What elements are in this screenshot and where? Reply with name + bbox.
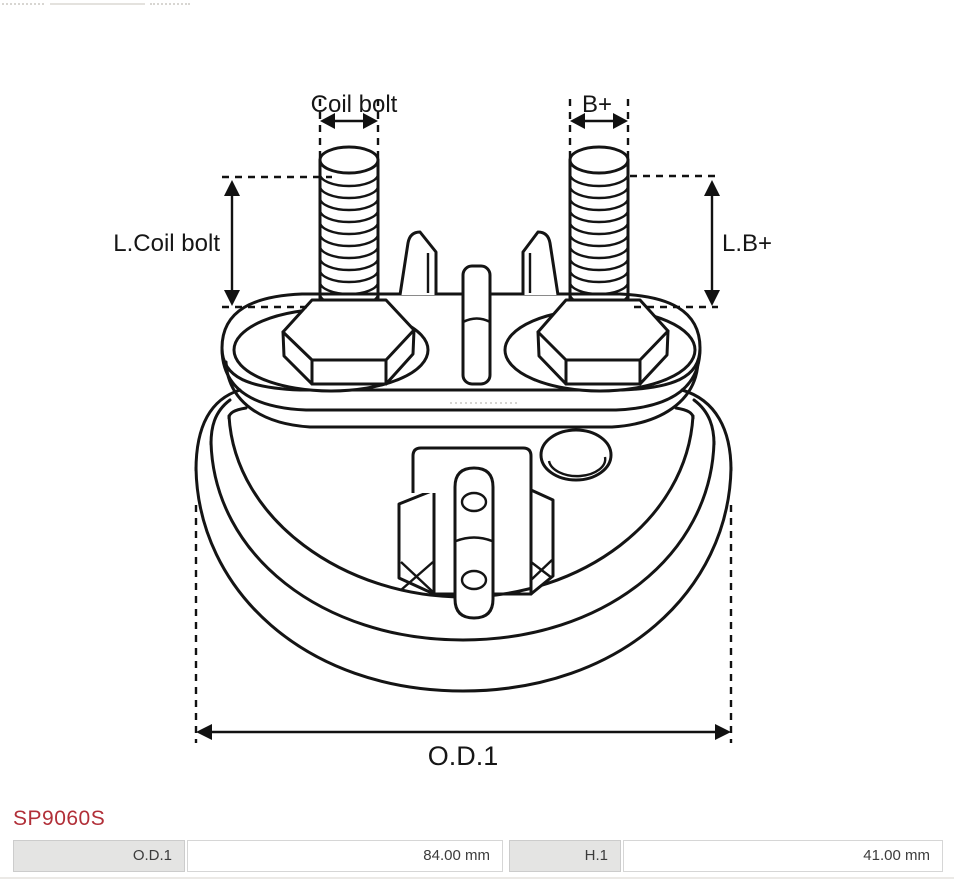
- dim-l-b-plus: L.B+: [630, 174, 772, 309]
- watermark-fragment: [2, 3, 44, 5]
- next-row-edge-hint: [0, 877, 954, 879]
- spec-value-h1: 41.00 mm: [623, 840, 943, 872]
- connector-blade: [461, 264, 492, 386]
- b-plus-stud: [568, 145, 630, 308]
- plastic-tab-right: [521, 230, 560, 296]
- b-plus-hex-nut: [536, 298, 670, 386]
- coil-bolt-stud: [318, 145, 380, 308]
- spec-table: O.D.1 84.00 mm H.1 41.00 mm: [13, 840, 943, 872]
- spec-key-h1: H.1: [509, 840, 621, 872]
- plastic-tab-left: [398, 230, 438, 296]
- part-number: SP9060S: [13, 807, 106, 830]
- watermark-fragment: [50, 3, 145, 5]
- dim-l-coil-bolt: L.Coil bolt: [113, 175, 332, 309]
- spec-value-od1: 84.00 mm: [187, 840, 503, 872]
- watermark-fragment: [150, 3, 190, 5]
- coil-bolt-hex-nut: [281, 298, 416, 386]
- b-plus-label: B+: [582, 91, 612, 118]
- l-coil-bolt-label: L.Coil bolt: [113, 230, 220, 257]
- coil-bolt-label: Coil bolt: [311, 91, 398, 118]
- center-bracket: [397, 446, 555, 620]
- spec-key-od1: O.D.1: [13, 840, 185, 872]
- product-diagram: Coil bolt B+ L.Coil bolt L.B+ O.D.1: [113, 91, 772, 771]
- dim-od1: O.D.1: [194, 505, 733, 771]
- dim-coil-bolt: Coil bolt: [311, 91, 398, 158]
- l-b-plus-label: L.B+: [722, 230, 772, 257]
- dim-b-plus: B+: [568, 91, 630, 158]
- od1-label: O.D.1: [428, 741, 499, 771]
- oval-hole: [539, 428, 613, 482]
